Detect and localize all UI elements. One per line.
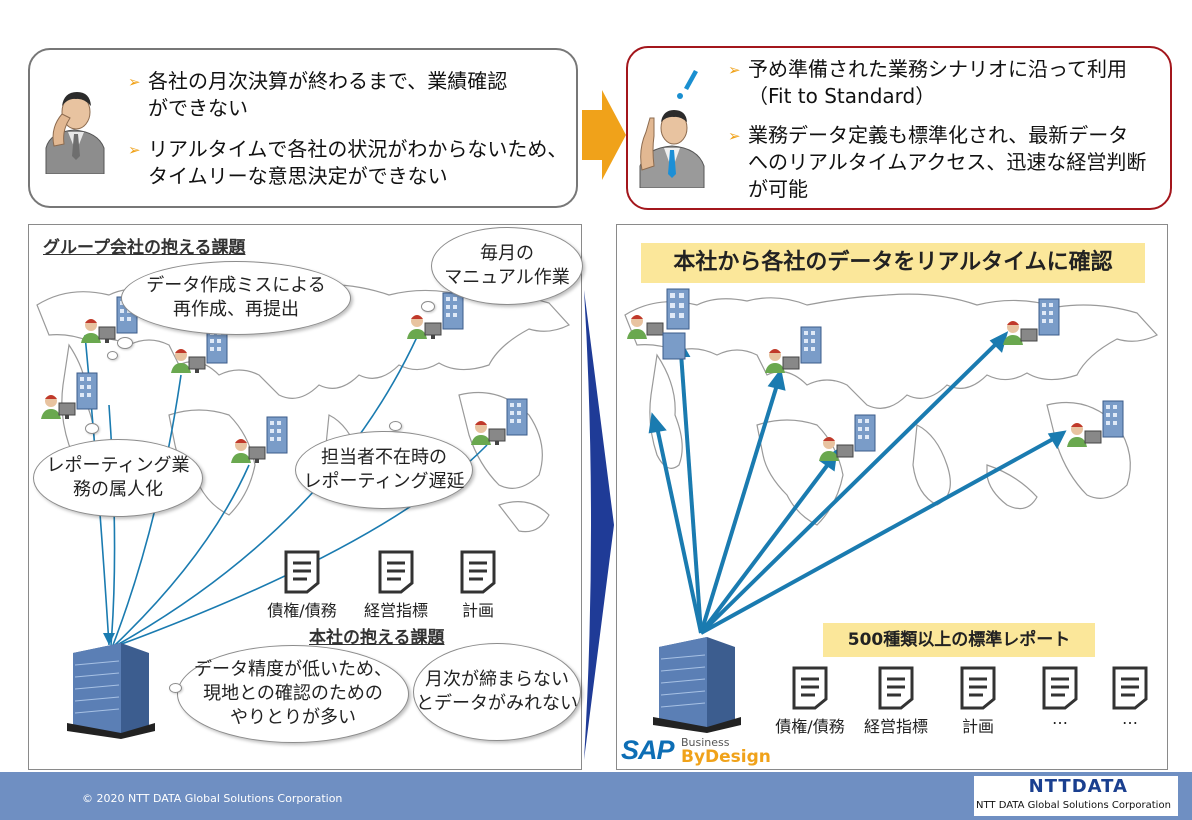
issue-cloud-personalized: レポーティング業 務の属人化 <box>33 439 203 517</box>
sap-logo-brand: SAP <box>621 735 675 765</box>
group-issues-panel: グループ会社の抱える課題 <box>28 224 583 770</box>
site-marker <box>623 281 703 375</box>
site-marker <box>79 295 149 359</box>
site-marker <box>1065 399 1135 463</box>
report-doc-icon <box>1111 665 1149 711</box>
arrow-bullet-icon: ➢ <box>128 73 141 91</box>
doc-label: 経営指標 <box>863 717 928 736</box>
report-doc-icon <box>1041 665 1079 711</box>
arrow-bullet-icon: ➢ <box>728 127 741 145</box>
problem-callout: ➢ 各社の月次決算が終わるまで、業績確認 ができない ➢ リアルタイムで各社の状… <box>28 48 578 208</box>
cloud-tail <box>389 421 402 431</box>
doc-label: 計画 <box>961 717 994 736</box>
issue-cloud-data-error: データ作成ミスによる 再作成、再提出 <box>121 261 351 335</box>
office-site-icon <box>471 398 528 445</box>
ntt-data-logo: NTTDATA NTT DATA Global Solutions Corpor… <box>974 776 1178 816</box>
doc-label: … <box>1122 709 1138 728</box>
site-marker <box>817 413 887 477</box>
cloud-tail <box>421 301 435 312</box>
headquarters-building-icon <box>67 643 155 739</box>
problem-bullet-1: ➢ 各社の月次決算が終わるまで、業績確認 ができない <box>128 69 508 120</box>
site-marker <box>405 291 475 355</box>
site-marker <box>763 325 833 389</box>
doc-label: 債権/債務 <box>267 601 337 620</box>
issue-cloud-manual-work: 毎月の マニュアル作業 <box>431 227 583 305</box>
report-doc-icon <box>283 549 321 595</box>
issue-cloud-delay: 担当者不在時の レポーティング遅延 <box>295 431 473 509</box>
site-marker <box>1001 297 1071 361</box>
sap-logo-product-top: Business <box>681 736 730 749</box>
cloud-tail <box>85 423 99 434</box>
solution-panel: 本社から各社のデータをリアルタイムに確認 <box>616 224 1168 770</box>
report-doc-icon <box>959 665 997 711</box>
doc-label: 計画 <box>461 601 494 620</box>
office-site-icon <box>627 288 690 360</box>
divider-arrow-icon <box>584 290 614 760</box>
solution-callout: ➢ 予め準備された業務シナリオに沿って利用 （Fit to Standard） … <box>626 46 1172 210</box>
site-marker <box>39 371 109 435</box>
cloud-tail <box>169 683 182 693</box>
cloud-tail <box>117 337 133 349</box>
issue-cloud-accuracy: データ精度が低いため、 現地との確認のための やりとりが多い <box>177 645 409 743</box>
world-map-icon <box>624 293 1158 635</box>
ntt-data-logo-subtext: NTT DATA Global Solutions Corporation <box>976 800 1171 811</box>
office-site-icon <box>81 296 138 343</box>
hq-issues-title: 本社の抱える課題 <box>309 628 445 648</box>
office-site-icon <box>1003 298 1060 345</box>
doc-label: 債権/債務 <box>775 717 845 736</box>
arrow-bullet-icon: ➢ <box>128 141 141 159</box>
office-site-icon <box>41 372 98 419</box>
headquarters-building-icon <box>653 637 741 733</box>
office-site-icon <box>231 416 288 463</box>
office-site-icon <box>171 326 228 373</box>
office-site-icon <box>407 292 464 339</box>
footer-bar: © 2020 NTT DATA Global Solutions Corpora… <box>0 772 1192 820</box>
report-doc-icon <box>877 665 915 711</box>
group-issues-title: グループ会社の抱える課題 <box>43 238 246 258</box>
idea-person-icon <box>639 70 705 188</box>
office-site-icon <box>1067 400 1124 447</box>
problem-bullet-2: ➢ リアルタイムで各社の状況がわからないため、 タイムリーな意思決定ができない <box>128 137 568 188</box>
ntt-data-logo-text: NTTDATA <box>1028 776 1128 797</box>
solution-bullet-1: ➢ 予め準備された業務シナリオに沿って利用 （Fit to Standard） <box>728 57 1127 108</box>
office-site-icon <box>819 414 876 461</box>
arrow-bullet-icon: ➢ <box>728 61 741 79</box>
site-marker <box>169 325 239 389</box>
issue-cloud-monthly-close: 月次が締まらない とデータがみれない <box>413 643 581 741</box>
solution-bullet-2: ➢ 業務データ定義も標準化され、最新データ へのリアルタイムアクセス、迅速な経営… <box>728 123 1147 201</box>
office-site-icon <box>765 326 822 373</box>
report-doc-icon <box>791 665 829 711</box>
sap-logo-product-bottom: ByDesign <box>681 747 771 767</box>
stressed-person-icon <box>45 92 105 174</box>
doc-label: 経営指標 <box>363 601 428 620</box>
report-doc-icon <box>377 549 415 595</box>
doc-label: … <box>1052 709 1068 728</box>
site-marker <box>469 397 539 461</box>
sap-bydesign-logo: SAP Business ByDesign <box>621 735 771 769</box>
transition-arrow-icon <box>582 90 626 180</box>
site-marker <box>229 415 299 479</box>
solution-title: 本社から各社のデータをリアルタイムに確認 <box>641 243 1145 283</box>
cloud-tail <box>107 351 118 360</box>
copyright-text: © 2020 NTT DATA Global Solutions Corpora… <box>82 792 343 805</box>
report-doc-icon <box>459 549 497 595</box>
standard-reports-label: 500種類以上の標準レポート <box>823 623 1095 657</box>
